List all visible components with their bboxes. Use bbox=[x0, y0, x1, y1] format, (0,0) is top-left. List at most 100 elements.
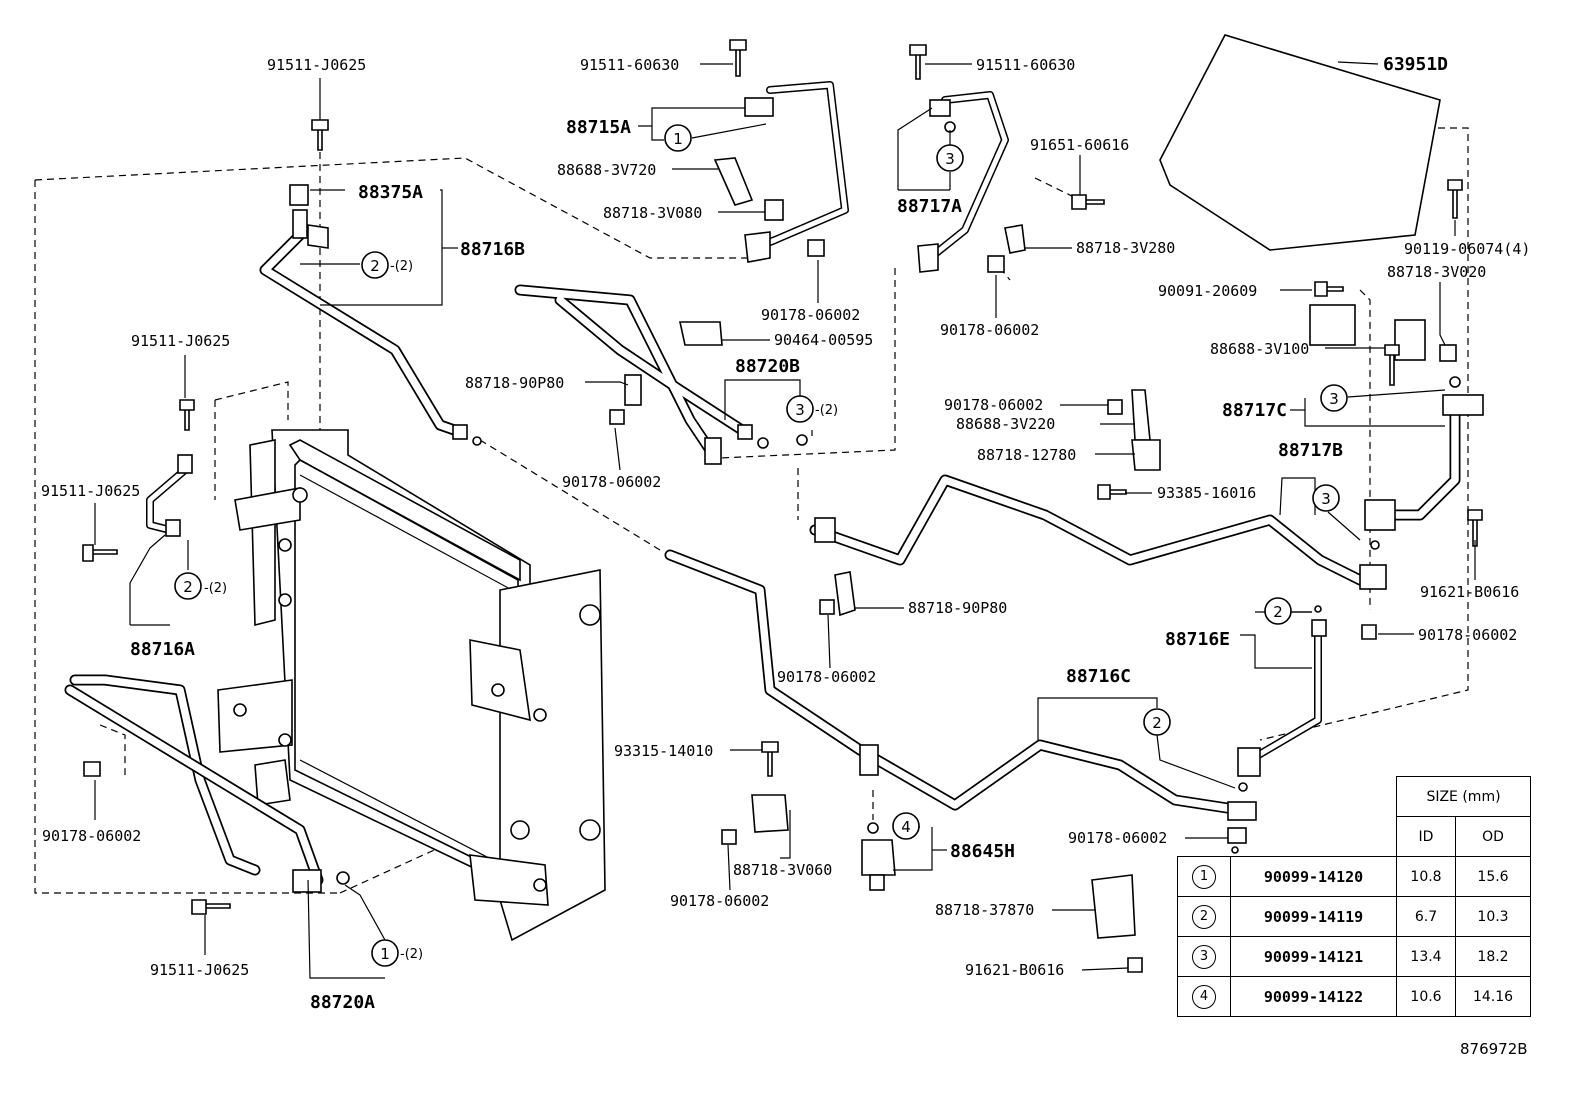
label-90178-06002-b: 90178-06002 bbox=[761, 306, 860, 324]
label-88688-3v220: 88688-3V220 bbox=[956, 415, 1055, 433]
label-88718-12780: 88718-12780 bbox=[977, 446, 1076, 464]
label-88717c: 88717C bbox=[1222, 400, 1287, 421]
label-88718-3v280: 88718-3V280 bbox=[1076, 239, 1175, 257]
pipe-88717b bbox=[809, 474, 1366, 586]
table-header-row: SIZE (mm) bbox=[1178, 776, 1531, 817]
inner-diameter: 13.4 bbox=[1396, 936, 1456, 977]
ref-circle-3b bbox=[786, 395, 814, 423]
ref-circle-2b bbox=[361, 251, 389, 279]
ref-circle-label: 3 bbox=[795, 401, 805, 419]
bolt-icons bbox=[82, 39, 1483, 973]
reference-circles: 1 2 2 1 3 3 3 3 2 2 4 bbox=[174, 124, 1348, 967]
pipe-88716e bbox=[1246, 621, 1322, 764]
oring-size-table: SIZE (mm) ID OD 1 90099-14120 10.8 15.6 … bbox=[1177, 776, 1531, 1017]
ref-circle-label: 2 bbox=[1273, 603, 1283, 621]
pipe-88720b bbox=[514, 284, 751, 456]
table-row: 1 90099-14120 10.8 15.6 bbox=[1177, 856, 1531, 897]
col-id-header: ID bbox=[1396, 816, 1456, 857]
label-88716e: 88716E bbox=[1165, 629, 1230, 650]
label-93385-16016: 93385-16016 bbox=[1157, 484, 1256, 502]
label-90091-20609: 90091-20609 bbox=[1158, 282, 1257, 300]
label-90178-06002-e: 90178-06002 bbox=[944, 396, 1043, 414]
ref-circle-3a bbox=[936, 144, 964, 172]
label-90464-00595: 90464-00595 bbox=[774, 331, 873, 349]
label-88375a: 88375A bbox=[358, 182, 423, 203]
label-88720a: 88720A bbox=[310, 992, 375, 1013]
ref-circle-2c bbox=[1143, 708, 1171, 736]
label-91621-b0616-a: 91621-B0616 bbox=[1420, 583, 1519, 601]
diagram-code: 876972B bbox=[1460, 1040, 1528, 1058]
pipe-88716b bbox=[259, 229, 466, 438]
ref-number: 2 bbox=[1192, 904, 1216, 929]
label-88718-37870: 88718-37870 bbox=[935, 901, 1034, 919]
part-number: 90099-14119 bbox=[1230, 896, 1397, 937]
ref-circle-label: 1 bbox=[380, 945, 390, 963]
label-63951d: 63951D bbox=[1383, 54, 1448, 75]
label-88688-3v100: 88688-3V100 bbox=[1210, 340, 1309, 358]
label-91511-j0625-top: 91511-J0625 bbox=[267, 56, 366, 74]
ref-circle-label: 2 bbox=[183, 578, 193, 596]
label-88718-3v020: 88718-3V020 bbox=[1387, 263, 1486, 281]
label-91511-60630-b: 91511-60630 bbox=[976, 56, 1075, 74]
assembly-dashed-lines bbox=[34, 127, 1469, 894]
table-row: 2 90099-14119 6.7 10.3 bbox=[1177, 896, 1531, 937]
ref-circle-label: 3 bbox=[1329, 390, 1339, 408]
label-90178-06002-g: 90178-06002 bbox=[777, 668, 876, 686]
label-88718-3v080: 88718-3V080 bbox=[603, 204, 702, 222]
ref-circle-label: 4 bbox=[901, 818, 911, 836]
ref-number: 1 bbox=[1192, 864, 1216, 889]
ref-number: 4 bbox=[1192, 984, 1216, 1009]
inner-diameter: 10.6 bbox=[1396, 976, 1456, 1017]
label-91511-j0625-left: 91511-J0625 bbox=[131, 332, 230, 350]
ref-circle-label: 3 bbox=[945, 150, 955, 168]
label-88718-3v060: 88718-3V060 bbox=[733, 861, 832, 879]
size-header: SIZE (mm) bbox=[1396, 776, 1531, 817]
label-88716b: 88716B bbox=[460, 239, 525, 260]
ref-circle-3c bbox=[1320, 384, 1348, 412]
pipe-88717c bbox=[1384, 399, 1461, 521]
label-88717a: 88717A bbox=[897, 196, 962, 217]
outer-diameter: 15.6 bbox=[1455, 856, 1531, 897]
inner-diameter: 6.7 bbox=[1396, 896, 1456, 937]
label-91621-b0616-b: 91621-B0616 bbox=[965, 961, 1064, 979]
label-88718-90p80-a: 88718-90P80 bbox=[465, 374, 564, 392]
label-qty: -(2) bbox=[815, 403, 838, 418]
label-88718-90p80-b: 88718-90P80 bbox=[908, 599, 1007, 617]
col-od-header: OD bbox=[1455, 816, 1531, 857]
leader-lines bbox=[94, 61, 1476, 979]
pipe-88720a bbox=[64, 674, 324, 886]
ref-number: 3 bbox=[1192, 944, 1216, 969]
part-number: 90099-14120 bbox=[1230, 856, 1397, 897]
label-91511-60630-a: 91511-60630 bbox=[580, 56, 679, 74]
part-number: 90099-14121 bbox=[1230, 936, 1397, 977]
pipe-88717a bbox=[921, 91, 1009, 266]
label-90178-06002-h: 90178-06002 bbox=[670, 892, 769, 910]
ref-circle-label: 2 bbox=[370, 257, 380, 275]
label-88717b: 88717B bbox=[1278, 440, 1343, 461]
ref-circle-2e bbox=[1264, 597, 1292, 625]
inner-diameter: 10.8 bbox=[1396, 856, 1456, 897]
label-88720b: 88720B bbox=[735, 356, 800, 377]
table-row: 4 90099-14122 10.6 14.16 bbox=[1177, 976, 1531, 1017]
fittings bbox=[165, 34, 1484, 939]
label-91511-j0625-bottom: 91511-J0625 bbox=[150, 961, 249, 979]
label-qty: -(2) bbox=[204, 581, 227, 596]
outer-diameter: 10.3 bbox=[1455, 896, 1531, 937]
label-qty: -(2) bbox=[400, 947, 423, 962]
ref-circle-3d bbox=[1312, 484, 1340, 512]
label-90178-06002-left: 90178-06002 bbox=[42, 827, 141, 845]
label-88645h: 88645H bbox=[950, 841, 1015, 862]
ref-circle-label: 2 bbox=[1152, 714, 1162, 732]
ref-circle-1a bbox=[664, 124, 692, 152]
label-93315-14010: 93315-14010 bbox=[614, 742, 713, 760]
label-90178-06002-c: 90178-06002 bbox=[562, 473, 661, 491]
label-91651-60616: 91651-60616 bbox=[1030, 136, 1129, 154]
ref-circle-2a bbox=[174, 572, 202, 600]
label-90178-06002-f: 90178-06002 bbox=[1418, 626, 1517, 644]
label-88716c: 88716C bbox=[1066, 666, 1131, 687]
label-88715a: 88715A bbox=[566, 117, 631, 138]
label-88716a: 88716A bbox=[130, 639, 195, 660]
label-90178-06002-i: 90178-06002 bbox=[1068, 829, 1167, 847]
part-labels: 91511-J0625 88375A 88716B -(2) 91511-J06… bbox=[41, 54, 1530, 1013]
